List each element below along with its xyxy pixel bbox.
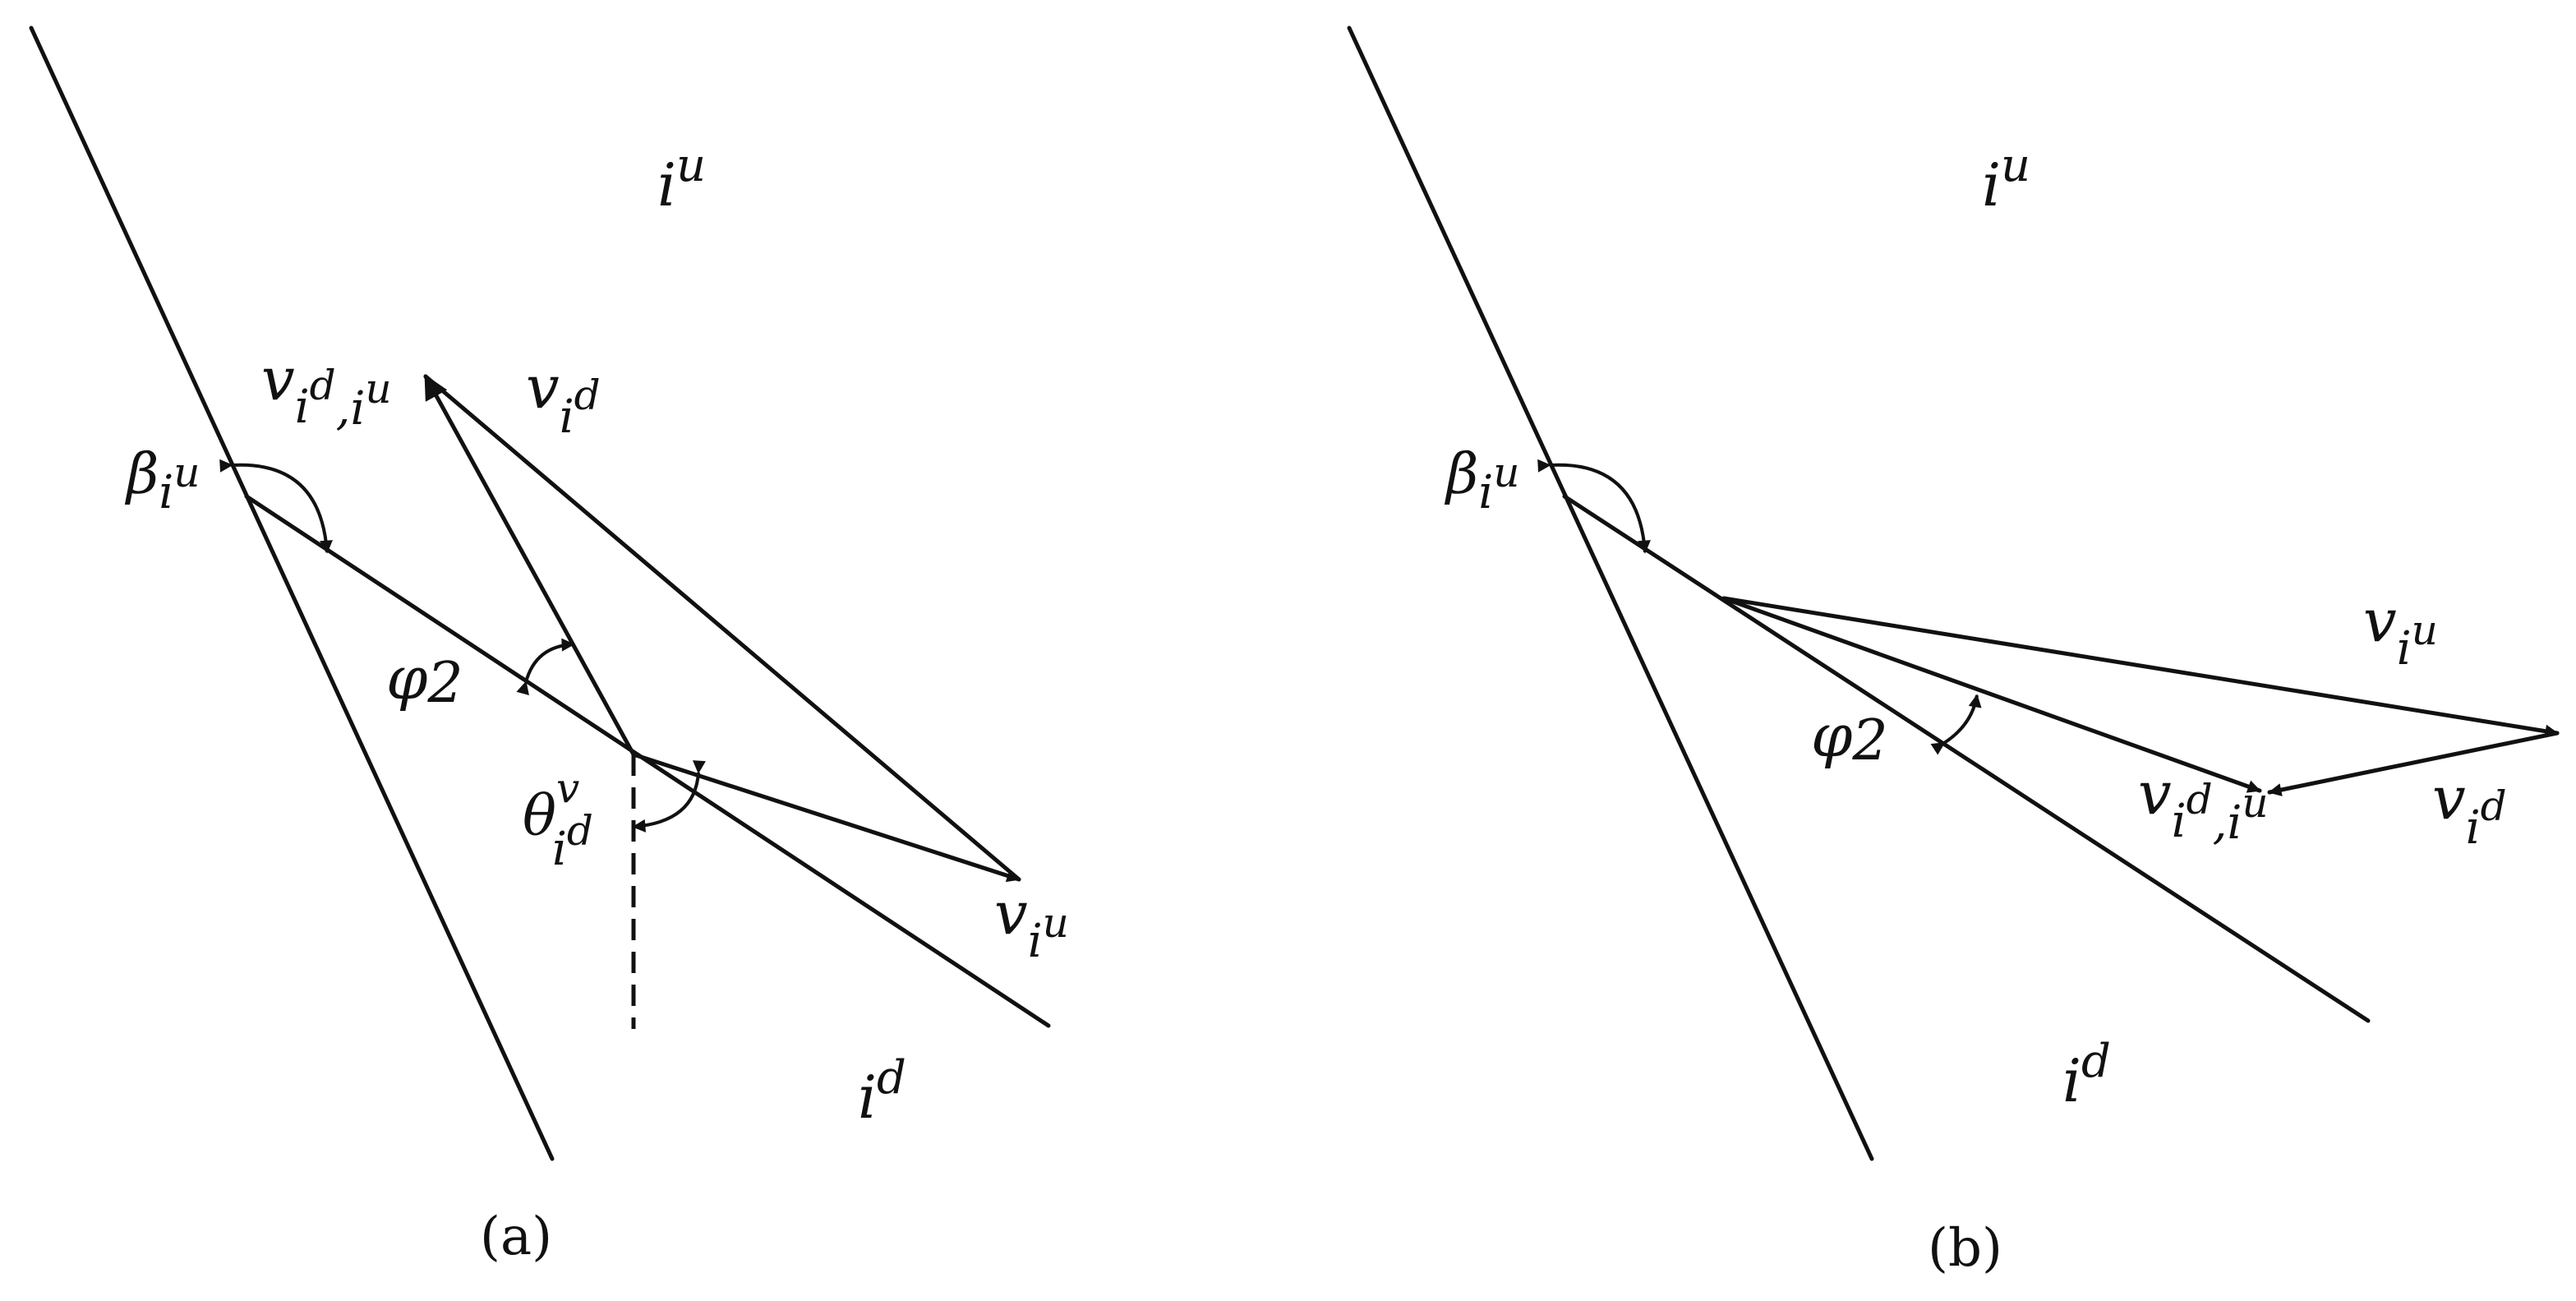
phi-label: φ2 — [1811, 701, 1888, 773]
panel-b: iu id βiu φ2 viu vid,iu vid (b) — [1347, 25, 2560, 1279]
panel-a: iu id βiu φ2 θv id vid,iu vid viu (a) — [29, 25, 1069, 1267]
surface-line — [1562, 494, 2371, 1023]
boundary-line — [29, 25, 555, 1161]
phi-angle-arc — [516, 638, 575, 695]
beta-angle-arc — [1537, 459, 1651, 554]
upstream-velocity-vector — [631, 752, 1021, 883]
region-upper-label: iu — [1982, 139, 2030, 219]
downstream-velocity-label: vid — [526, 353, 601, 444]
phi-label: φ2 — [386, 644, 463, 716]
relative-velocity-label: vid,iu — [261, 344, 392, 436]
theta-label: θv — [523, 764, 579, 849]
downstream-velocity-label: vid — [2432, 764, 2507, 855]
downstream-velocity-vector — [423, 374, 1021, 882]
beta-label: βiu — [1444, 442, 1519, 519]
upstream-velocity-label: viu — [2363, 586, 2438, 676]
upstream-velocity-label: viu — [994, 879, 1069, 968]
beta-angle-arc — [219, 459, 333, 554]
panel-a-caption: (a) — [480, 1206, 552, 1267]
theta-angle-arc — [632, 760, 706, 833]
downstream-velocity-vector — [2267, 731, 2560, 796]
relative-velocity-label: vid,iu — [2138, 759, 2269, 850]
boundary-line — [1347, 25, 1874, 1161]
relative-velocity-vector — [1721, 596, 2262, 793]
phi-angle-arc — [1930, 694, 1982, 755]
panel-b-caption: (b) — [1928, 1218, 2002, 1279]
region-upper-label: iu — [657, 139, 706, 219]
beta-label: βiu — [124, 442, 200, 519]
relative-velocity-vector — [423, 374, 636, 757]
upstream-velocity-vector — [1721, 596, 2560, 738]
theta-sub-label: id — [552, 807, 593, 876]
region-lower-label: id — [858, 1051, 906, 1132]
region-lower-label: id — [2062, 1035, 2111, 1115]
